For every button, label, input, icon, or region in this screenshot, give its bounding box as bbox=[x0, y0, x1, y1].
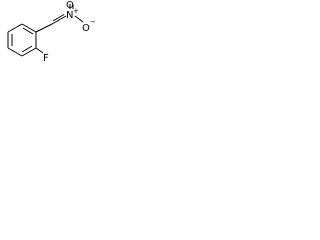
ring-bond-4 bbox=[7, 47, 23, 57]
benzene-ring bbox=[7, 23, 37, 57]
c-f-bond bbox=[35, 47, 44, 54]
ring-bond-3 bbox=[21, 47, 37, 57]
fluorine-label: F bbox=[43, 53, 49, 64]
oxygen-right-charge-label: − bbox=[90, 18, 96, 26]
n-o-right-bond bbox=[74, 15, 84, 23]
nitrogen-charge-label: + bbox=[73, 7, 79, 15]
oxygen-top-label: O bbox=[66, 0, 74, 11]
ring-bond-1 bbox=[21, 23, 37, 33]
vinyl-double-bond-b bbox=[52, 14, 65, 22]
vinyl-double-bond-a bbox=[51, 15, 67, 25]
chemical-structure: F N + O O − bbox=[7, 0, 96, 64]
nitrogen-label: N bbox=[66, 10, 73, 21]
ring-double-bond-inner-1 bbox=[22, 27, 34, 35]
ring-double-bond-inner-2 bbox=[21, 45, 33, 53]
oxygen-right-label: O bbox=[82, 23, 90, 34]
ring-vinyl-bond bbox=[35, 23, 53, 33]
ring-bond-6 bbox=[7, 23, 23, 33]
